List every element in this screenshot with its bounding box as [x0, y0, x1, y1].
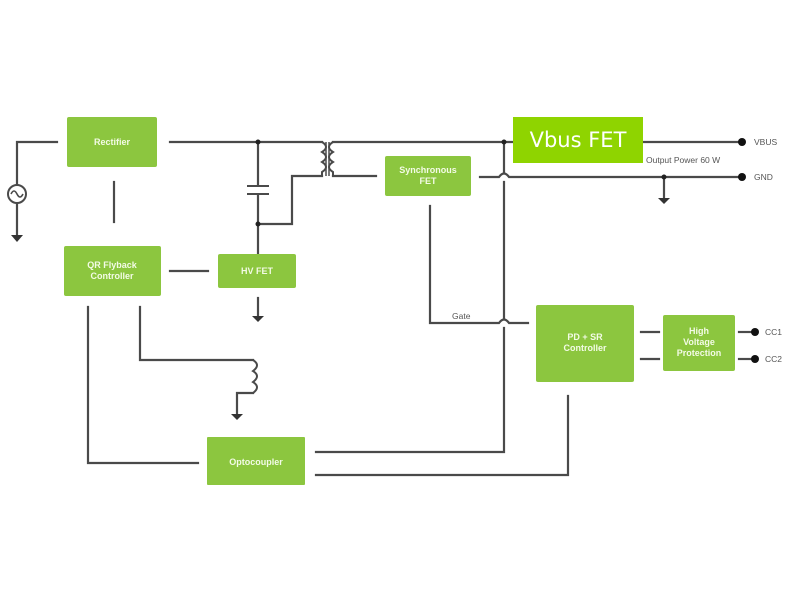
ground-icon: [658, 198, 670, 204]
ground-icon: [252, 316, 264, 322]
wires: [15, 140, 754, 477]
wire-primary-return: [256, 174, 324, 226]
wire-gate: [428, 204, 530, 325]
vbus-terminal: [738, 138, 746, 146]
block-label: Rectifier: [94, 137, 131, 147]
block-synchronous-fet: Synchronous FET: [385, 156, 471, 196]
vbus-label: VBUS: [754, 137, 777, 147]
gnd-terminal: [738, 173, 746, 181]
wire-syncfet-to-gnd: [478, 172, 740, 179]
block-label: Controller: [90, 271, 133, 281]
block-label: Controller: [563, 343, 606, 353]
wire-aux-to-ground: [235, 391, 255, 416]
block-rectifier: Rectifier: [67, 117, 157, 167]
block-hv-fet: HV FET: [218, 254, 296, 288]
block-optocoupler: Optocoupler: [207, 437, 305, 485]
block-label: FET: [420, 176, 438, 186]
block-label: QR Flyback: [87, 260, 138, 270]
transformer-icon: [320, 141, 335, 176]
vbus-fet-label: Vbus FET: [513, 117, 643, 163]
ac-source-icon: [7, 184, 27, 204]
capacitor-icon: [247, 185, 269, 195]
ground-icon: [231, 414, 243, 420]
block-label: Synchronous: [399, 165, 457, 175]
ground-icon: [11, 235, 23, 242]
junction-dot: [661, 174, 667, 180]
gate-label: Gate: [452, 311, 471, 321]
junction-dot: [255, 139, 261, 145]
aux-winding-icon: [251, 359, 258, 394]
block-label: PD + SR: [567, 332, 603, 342]
cc1-label: CC1: [765, 327, 782, 337]
block-label: HV FET: [241, 266, 274, 276]
junction-dot: [501, 139, 507, 145]
block-label: Optocoupler: [229, 457, 283, 467]
output-power-label: Output Power 60 W: [646, 155, 720, 165]
gnd-label: GND: [754, 172, 773, 182]
block-qr-flyback-controller: QR Flyback Controller: [64, 246, 161, 296]
cc2-terminal: [751, 355, 759, 363]
block-label: Voltage: [683, 337, 715, 347]
wire-vbus-feedback: [314, 140, 506, 454]
junction-dot: [255, 221, 261, 227]
wire-qr-to-opto: [86, 305, 200, 465]
block-label: Protection: [677, 348, 722, 358]
block-pd-sr-controller: PD + SR Controller: [536, 305, 634, 382]
wire-qr-to-aux: [138, 305, 255, 362]
wire-pd-to-opto: [314, 394, 570, 477]
block-high-voltage-protection: High Voltage Protection: [663, 315, 735, 371]
block-label: High: [689, 326, 709, 336]
cc2-label: CC2: [765, 354, 782, 364]
cc1-terminal: [751, 328, 759, 336]
